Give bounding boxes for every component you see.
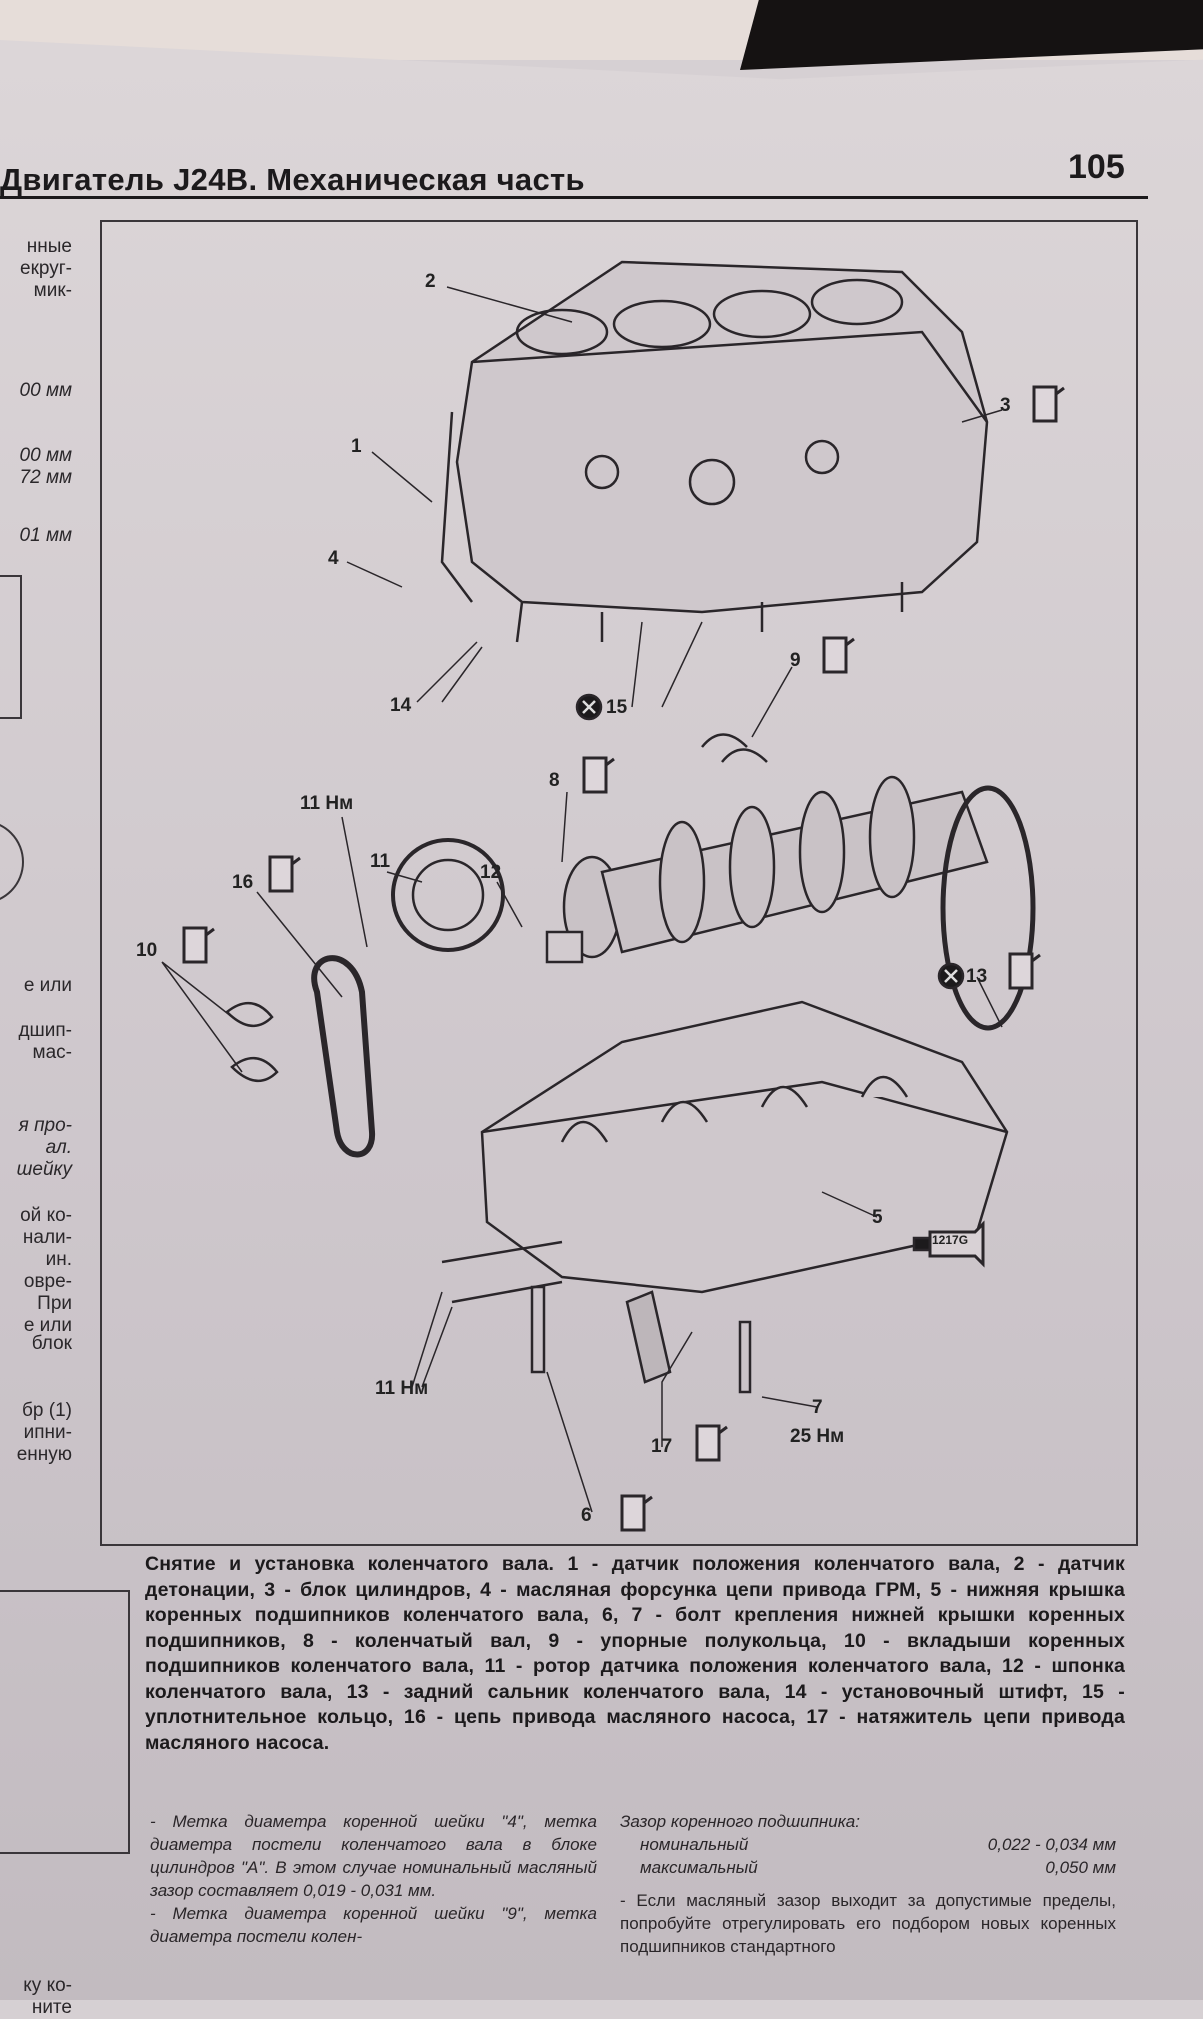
fragment-line: дшип- (18, 1020, 72, 1041)
fragment-line: ипни- (23, 1422, 72, 1443)
crank-sensor-rotor (391, 838, 505, 952)
spec-row-nominal: номинальный 0,022 - 0,034 мм (620, 1833, 1116, 1856)
fragment-line: ой ко- (20, 1205, 72, 1226)
crankshaft-drawing (545, 775, 989, 964)
fragment-line: я про- (18, 1115, 72, 1136)
callout-10: 10 (136, 940, 158, 961)
callout-12: 12 (480, 862, 502, 883)
fragment-line: енную (16, 1444, 72, 1465)
callout-11: 11 (370, 851, 391, 872)
body-column-right: Зазор коренного подшипника: номинальный 0… (620, 1810, 1116, 1958)
left-column-fragment: 01 мм (0, 525, 72, 547)
fragment-line: 72 мм (19, 467, 72, 488)
fragment-line: нные (26, 236, 72, 257)
clearance-title: Зазор коренного подшипника: (620, 1812, 860, 1831)
left-column-fragment: бр (1)ипни-енную (0, 1400, 72, 1466)
figure-caption: Снятие и установка коленчатого вала. 1 -… (145, 1553, 1125, 1754)
body-column-left: - Метка диаметра коренной шейки "4", мет… (150, 1810, 597, 1948)
fragment-line: бр (1) (22, 1400, 72, 1421)
fragment-line: овре- (23, 1271, 72, 1292)
sealant-label: 1217G (932, 1233, 969, 1247)
rear-oil-seal (940, 785, 1036, 1031)
fragment-line: 00 мм (19, 445, 72, 466)
callout-14: 14 (390, 695, 412, 716)
cylinder-block-drawing (440, 260, 989, 643)
fragment-line: 01 мм (19, 525, 72, 546)
fragment-line: ал. (45, 1137, 72, 1158)
callout-6: 6 (581, 1505, 592, 1526)
fragment-line: е или (23, 975, 72, 996)
lower-crankcase-drawing (480, 1000, 1009, 1294)
fragment-line: При (37, 1293, 72, 1314)
fragment-line: шейку (16, 1159, 72, 1180)
spec-value: 0,050 мм (1045, 1858, 1116, 1877)
header-rule (0, 196, 1148, 199)
paragraph: - Если масляный зазор выходит за допусти… (620, 1891, 1116, 1956)
left-column-fragment: дшип-мас- (0, 1020, 72, 1064)
callout-8: 8 (549, 770, 560, 791)
left-diagram-box (0, 575, 22, 719)
spec-row-max: максимальный 0,050 мм (620, 1856, 1116, 1879)
left-column-fragment: блок (0, 1333, 72, 1355)
left-column-fragment: я про-ал.шейку (0, 1115, 72, 1181)
torque-11-top: 11 Нм (300, 793, 354, 814)
callout-16: 16 (232, 872, 254, 893)
left-column-fragment: е или (0, 975, 72, 997)
bolts (441, 1240, 752, 1394)
paragraph: - Метка диаметра коренной шейки "4", мет… (150, 1812, 597, 1900)
callout-15: 15 (606, 697, 628, 718)
torque-11-bottom: 11 Нм (375, 1378, 429, 1399)
fragment-line: е или (23, 1315, 72, 1336)
callout-4: 4 (328, 548, 339, 569)
fragment-line: блок (31, 1333, 72, 1354)
thrust-washers (701, 733, 768, 763)
callout-13: 13 (966, 966, 988, 987)
left-diagram-box-2 (0, 1590, 130, 1854)
spec-label: номинальный (640, 1835, 749, 1854)
fragment-line: мик- (33, 280, 72, 301)
fragment-line: мас- (32, 1042, 72, 1063)
spec-value: 0,022 - 0,034 мм (987, 1835, 1116, 1854)
oil-can-icons (182, 385, 1065, 1532)
fragment-line: нали- (22, 1227, 72, 1248)
left-column-fragment: 00 мм (0, 380, 72, 402)
fragment-line: ку ко- (23, 1975, 72, 1996)
callout-9: 9 (790, 650, 801, 671)
fragment-line: ин. (45, 1249, 72, 1270)
callout-5: 5 (872, 1207, 883, 1228)
page-number: 105 (1068, 148, 1125, 186)
callout-2: 2 (425, 271, 436, 292)
page-header-title: Двигатель J24B. Механическая часть (0, 162, 585, 197)
callout-7: 7 (812, 1397, 823, 1418)
figure-crankshaft-exploded-view (100, 220, 1138, 1546)
paragraph: - Метка диаметра коренной шейки "9", мет… (150, 1904, 597, 1946)
callout-1: 1 (351, 436, 362, 457)
callout-3: 3 (1000, 395, 1011, 416)
leader-lines (161, 286, 1003, 1513)
fragment-line: екруг- (20, 258, 72, 279)
torque-7: 25 Нм (790, 1426, 845, 1447)
oil-pump-chain (311, 955, 376, 1158)
main-bearing-shells (225, 1002, 279, 1082)
fragment-line: 00 мм (19, 380, 72, 401)
circle-x-icons (575, 693, 965, 990)
spec-label: максимальный (640, 1858, 758, 1877)
sealant-tube-icon (912, 1220, 985, 1268)
chain-tensioner (625, 1290, 672, 1384)
callout-17: 17 (651, 1436, 673, 1457)
